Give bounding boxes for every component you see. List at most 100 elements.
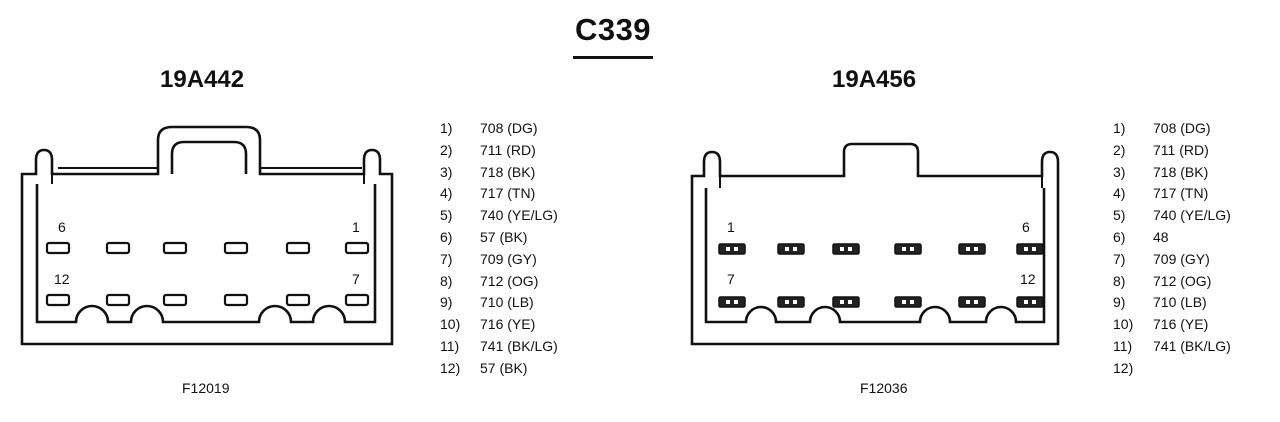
- pin-number: 2): [440, 141, 453, 158]
- pin-label-bottom-right: 12: [1020, 271, 1036, 287]
- pin-row: 12) 57 (BK): [440, 358, 558, 380]
- pin-row: 4) 717 (TN): [440, 183, 558, 205]
- pin-row: 5)740 (YE/LG): [1113, 205, 1231, 227]
- pin-number: 8): [1113, 272, 1126, 289]
- pin-circuit: 712 (OG): [480, 272, 539, 289]
- pin-number: 1): [440, 120, 453, 136]
- pin-label-bottom-right: 7: [352, 271, 360, 287]
- pin-number: 12): [1113, 359, 1134, 376]
- pin-cavity: [223, 293, 249, 307]
- pin-circuit: 740 (YE/LG): [1153, 207, 1231, 224]
- pin-number: 3): [440, 163, 453, 180]
- pin-number: 9): [1113, 294, 1126, 311]
- pin-circuit: 57 (BK): [480, 359, 528, 376]
- pin-circuit: 709 (GY): [480, 250, 537, 267]
- pin-circuit: 57 (BK): [480, 228, 528, 245]
- pin-circuit: 741 (BK/LG): [480, 337, 558, 354]
- pin-row: 6) 57 (BK): [440, 227, 558, 249]
- pin-circuit: 709 (GY): [1153, 250, 1210, 267]
- pin-terminal: [718, 243, 746, 255]
- pin-circuit: 710 (LB): [480, 294, 534, 311]
- pin-terminal: [777, 243, 805, 255]
- pin-label-top-left: 1: [727, 219, 735, 235]
- pin-cavity: [105, 241, 131, 255]
- pin-terminal: [832, 243, 860, 255]
- pin-terminal: [718, 296, 746, 308]
- pin-circuit: 48: [1153, 228, 1169, 245]
- connector-2-name: 19A456: [832, 66, 917, 93]
- pin-circuit: 740 (YE/LG): [480, 207, 558, 224]
- pin-number: 6): [440, 228, 453, 245]
- pin-number: 7): [1113, 250, 1126, 267]
- pin-row: 6) 48: [1113, 227, 1231, 249]
- pin-terminal: [894, 296, 922, 308]
- pin-circuit: 717 (TN): [480, 185, 536, 202]
- pin-circuit: 712 (OG): [1153, 272, 1212, 289]
- pin-number: 6): [1113, 228, 1126, 245]
- pin-row: 7) 709 (GY): [440, 249, 558, 271]
- pin-cavity: [344, 293, 370, 307]
- pin-number: 3): [1113, 163, 1126, 180]
- pin-number: 11): [440, 337, 460, 354]
- pin-terminal: [958, 296, 986, 308]
- pin-circuit: 711 (RD): [480, 141, 536, 158]
- figure-code-2: F12036: [860, 380, 908, 396]
- pin-terminal: [958, 243, 986, 255]
- pin-row: 12): [1113, 358, 1231, 380]
- pin-cavity: [105, 293, 131, 307]
- pin-circuit: 718 (BK): [1153, 163, 1209, 180]
- title-underline: [573, 56, 653, 59]
- pin-terminal: [1016, 243, 1044, 255]
- pin-row: 10) 716 (YE): [1113, 314, 1231, 336]
- pin-row: 2) 711 (RD): [1113, 140, 1231, 162]
- pin-number: 10): [1113, 316, 1134, 333]
- pin-number: 4): [1113, 185, 1126, 202]
- pin-terminal: [894, 243, 922, 255]
- pin-number: 7): [440, 250, 453, 267]
- pin-row: 10)716 (YE): [440, 314, 558, 336]
- pin-cavity: [45, 293, 71, 307]
- pin-row: 3) 718 (BK): [1113, 162, 1231, 184]
- pin-row: 4) 717 (TN): [1113, 183, 1231, 205]
- pin-cavity: [285, 241, 311, 255]
- pin-row: 9) 710 (LB): [1113, 292, 1231, 314]
- pin-cavity: [223, 241, 249, 255]
- pin-row: 1) 708 (DG): [1113, 118, 1231, 140]
- pin-number: 5): [440, 207, 453, 224]
- pin-terminal: [1016, 296, 1044, 308]
- diagram-title: C339: [574, 12, 652, 47]
- pin-label-bottom-left: 12: [54, 271, 70, 287]
- pin-list-2: 1) 708 (DG) 2) 711 (RD) 3) 718 (BK) 4) 717 (…: [1113, 118, 1231, 380]
- pin-circuit: 711 (RD): [1153, 141, 1209, 158]
- pin-circuit: 710 (LB): [1153, 294, 1207, 311]
- pin-terminal: [832, 296, 860, 308]
- pin-row: 2) 711 (RD): [440, 140, 558, 162]
- connector-1-name: 19A442: [160, 66, 245, 93]
- pin-cavity: [162, 293, 188, 307]
- pin-terminal: [777, 296, 805, 308]
- pin-row: 11) 741 (BK/LG): [440, 336, 558, 358]
- pin-label-bottom-left: 7: [727, 271, 735, 287]
- pin-circuit: 708 (DG): [1153, 120, 1211, 136]
- pin-row: 1)708 (DG): [440, 118, 558, 140]
- pin-number: 12): [440, 359, 461, 376]
- pin-row: 5) 740 (YE/LG): [440, 205, 558, 227]
- pin-number: 11): [1113, 337, 1133, 354]
- pin-label-top-right: 1: [352, 219, 360, 235]
- pin-list-1: 1)708 (DG) 2) 711 (RD) 3) 718 (BK) 4) 717 (…: [440, 118, 558, 380]
- pin-number: 4): [440, 185, 453, 202]
- pin-circuit: 717 (TN): [1153, 185, 1209, 202]
- pin-row: 11) 741 (BK/LG): [1113, 336, 1231, 358]
- pin-number: 2): [1113, 141, 1126, 158]
- pin-row: 7) 709 (GY): [1113, 249, 1231, 271]
- pin-circuit: 741 (BK/LG): [1153, 337, 1231, 354]
- pin-number: 1): [1113, 120, 1126, 136]
- connector-2-outline: [690, 142, 1060, 346]
- connector-1-outline: [20, 125, 394, 346]
- pin-circuit: 718 (BK): [480, 163, 536, 180]
- pin-number: 10): [440, 316, 461, 333]
- pin-number: 9): [440, 294, 453, 311]
- pin-circuit: 716 (YE): [1153, 316, 1209, 333]
- pin-row: 8)712 (OG): [440, 271, 558, 293]
- pin-label-top-left: 6: [58, 219, 66, 235]
